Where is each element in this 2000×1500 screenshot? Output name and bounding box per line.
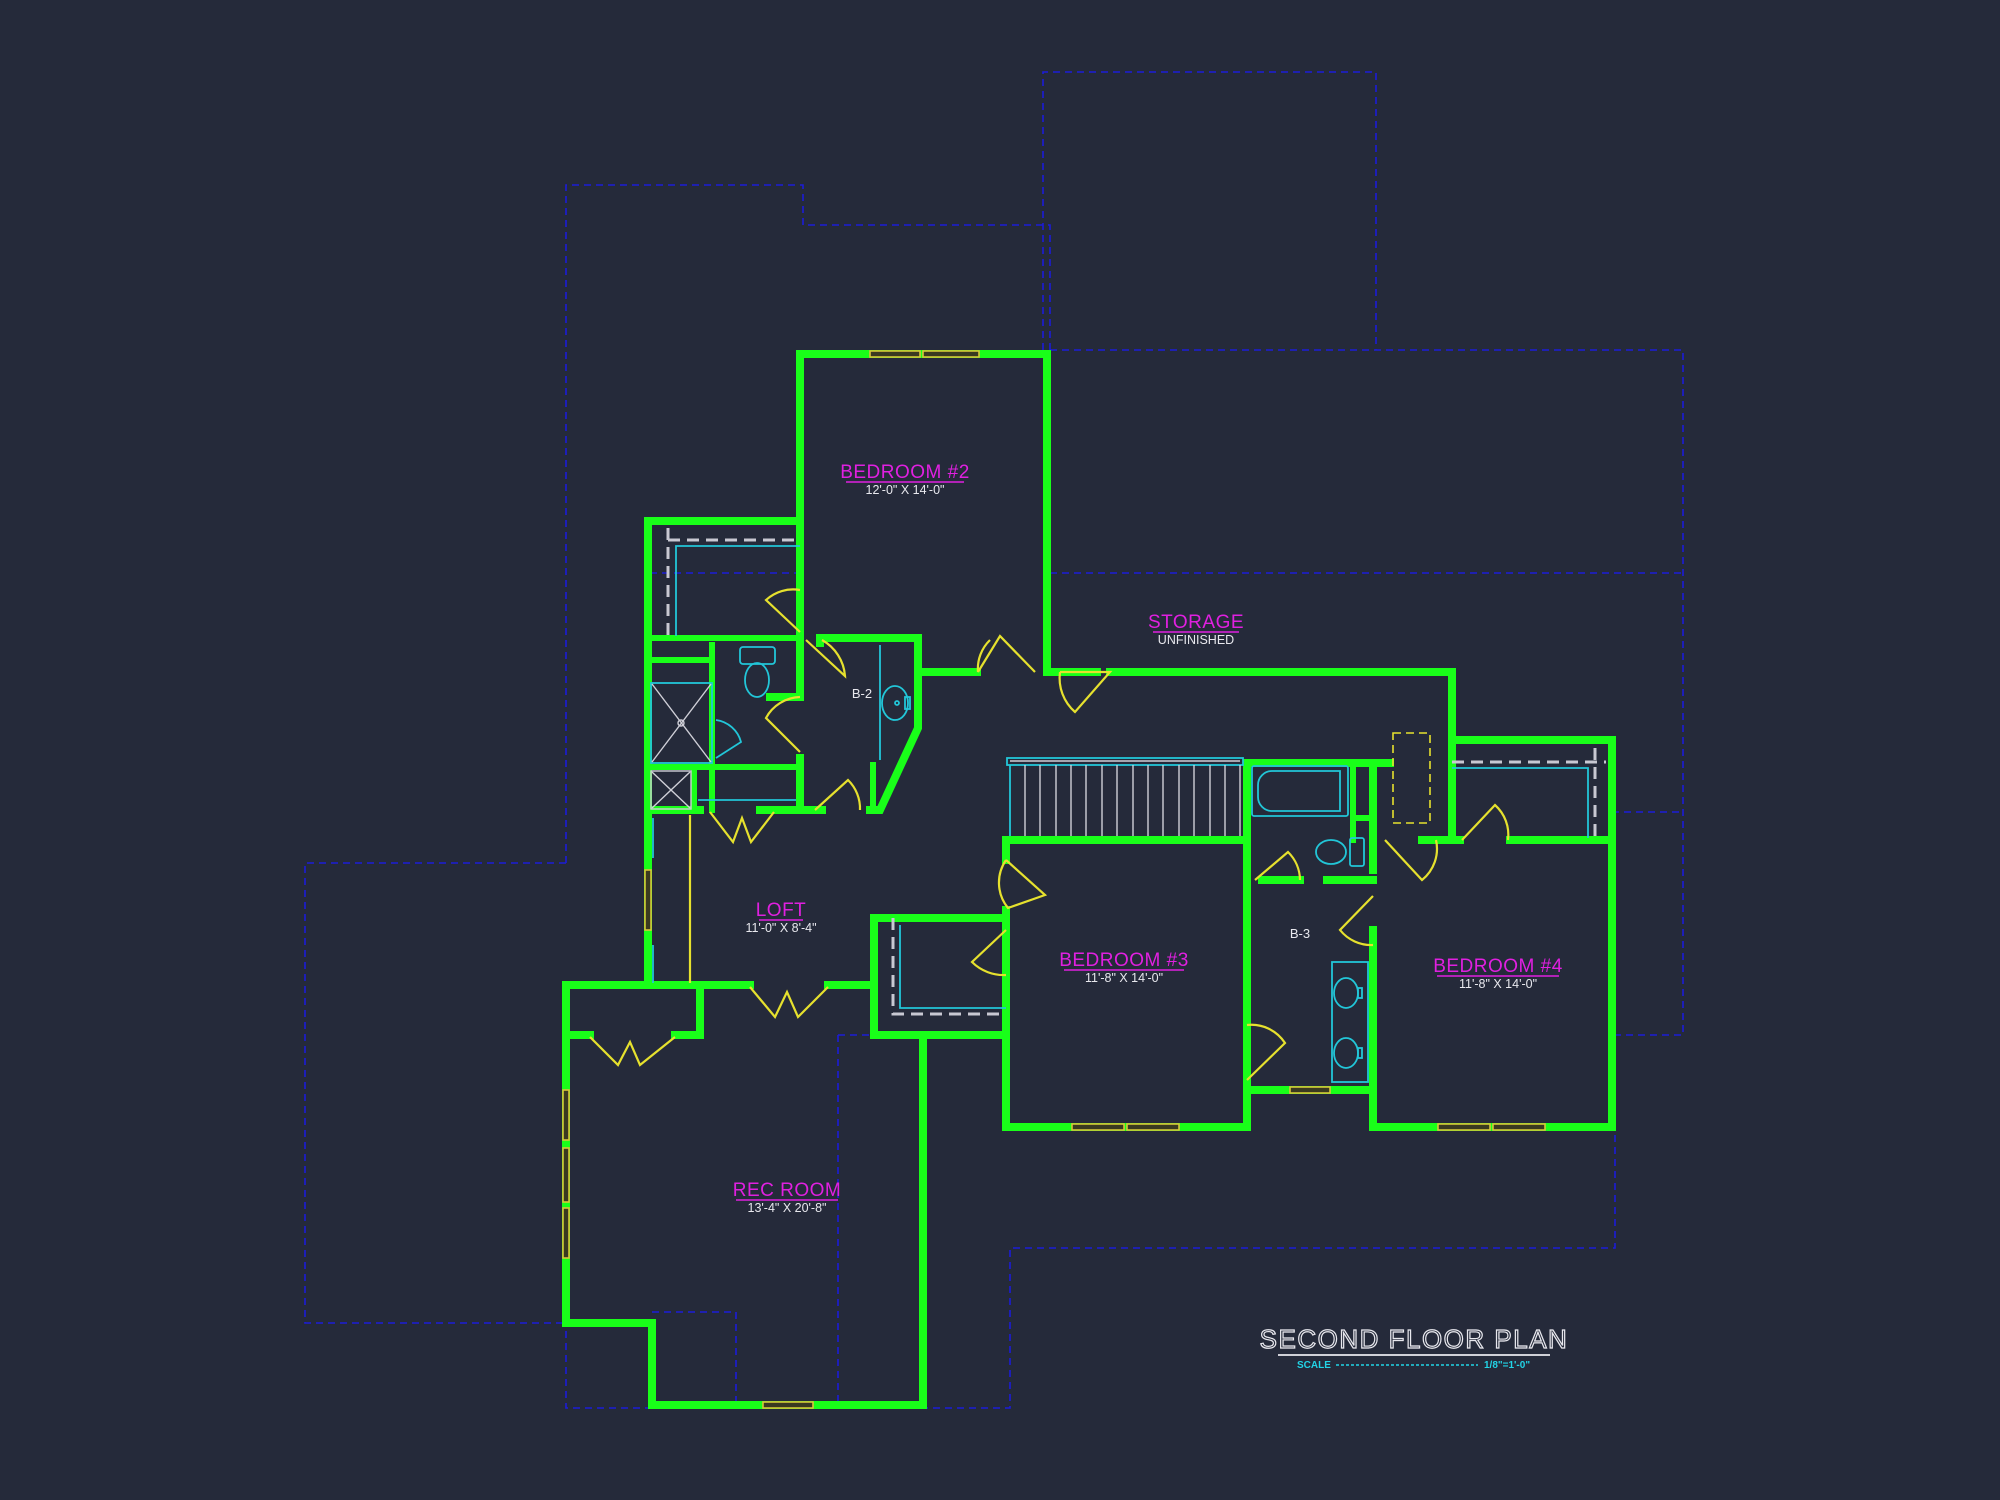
svg-text:11'-0" X 8'-4": 11'-0" X 8'-4" [745,921,816,935]
attic-access [1392,732,1431,824]
window-bedroom4-a [1437,1123,1491,1131]
bathtub-icon [1251,765,1349,817]
toilet-icon [744,662,770,698]
door-storage [1058,670,1113,714]
vanity-b3 [1331,961,1369,1083]
room-label-recroom: REC ROOM 13'-4" X 20'-8" [733,1180,842,1215]
scale-value: 1/8"=1'-0" [1484,1360,1530,1371]
door-b3-wc [1254,850,1302,881]
svg-text:UNFINISHED: UNFINISHED [1158,633,1234,647]
door-recroom-closet [589,1036,676,1067]
shower-icon [650,682,713,764]
svg-text:12'-0" X 14'-0": 12'-0" X 14'-0" [866,483,945,497]
door-b3-bedroom3 [1246,1023,1287,1081]
door-wc-b2 [764,695,801,753]
door-b2 [814,778,862,811]
doors [589,588,1510,1081]
shower-door [715,719,743,759]
sink-icon-b3-b [1333,1037,1359,1069]
toilet-icon-b3 [1315,839,1347,865]
window-bedroom2-a [869,350,921,358]
room-label-bedroom4: BEDROOM #4 11'-8" X 14'-0" [1433,956,1563,991]
sink-icon-b2 [881,685,909,721]
door-bedroom2-closet [764,588,801,633]
chase-icon [650,770,692,810]
door-linen-closet [709,811,775,845]
svg-text:BEDROOM #3: BEDROOM #3 [1059,950,1189,971]
door-bedroom2 [805,639,847,679]
window-bedroom2-b [922,350,980,358]
svg-text:STORAGE: STORAGE [1148,612,1244,633]
window-loft [644,869,652,931]
window-bedroom3-a [1071,1123,1125,1131]
window-recroom-bottom [762,1401,814,1409]
window-bedroom3-b [1126,1123,1180,1131]
window-recroom-left-a [562,1089,570,1141]
door-storage-hall [976,634,1036,673]
scale-label: SCALE [1297,1360,1331,1371]
window-recroom-left-c [562,1207,570,1259]
room-label-bedroom2: BEDROOM #2 12'-0" X 14'-0" [840,462,970,497]
svg-text:LOFT: LOFT [756,900,807,921]
closet-shelves [666,528,1606,1016]
door-b3-bedroom4 [1338,895,1374,947]
svg-text:13'-4" X 20'-8": 13'-4" X 20'-8" [748,1201,827,1215]
window-b3 [1289,1086,1331,1094]
sink-icon-b3-a [1333,977,1359,1009]
svg-text:REC ROOM: REC ROOM [733,1180,842,1201]
svg-text:11'-8" X 14'-0": 11'-8" X 14'-0" [1085,971,1163,985]
svg-text:11'-8" X 14'-0": 11'-8" X 14'-0" [1459,977,1537,991]
room-label-bedroom3: BEDROOM #3 11'-8" X 14'-0" [1059,950,1189,985]
room-label-b2: B-2 [852,686,872,701]
door-loft-closet [749,986,829,1020]
svg-text:BEDROOM #4: BEDROOM #4 [1433,956,1563,977]
room-label-b3: B-3 [1290,926,1310,941]
svg-text:BEDROOM #2: BEDROOM #2 [840,462,970,483]
windows [562,350,1546,1409]
room-label-storage: STORAGE UNFINISHED [1148,612,1244,647]
door-bedroom3 [970,929,1007,977]
room-label-loft: LOFT 11'-0" X 8'-4" [745,900,816,935]
door-bedroom4 [1384,839,1439,882]
toilet-tank-b2 [739,646,776,665]
title-block: SECOND FLOOR PLAN SCALE 1/8"=1'-0" [1259,1323,1569,1371]
fixtures [650,645,1431,1083]
window-bedroom4-b [1492,1123,1546,1131]
door-bedroom4-closet [1461,803,1510,841]
drawing-title: SECOND FLOOR PLAN [1260,1324,1569,1354]
roof-outline [304,71,1684,1409]
stairs [1006,757,1244,836]
door-bedroom3-closet [997,859,1048,910]
window-recroom-left-b [562,1147,570,1203]
